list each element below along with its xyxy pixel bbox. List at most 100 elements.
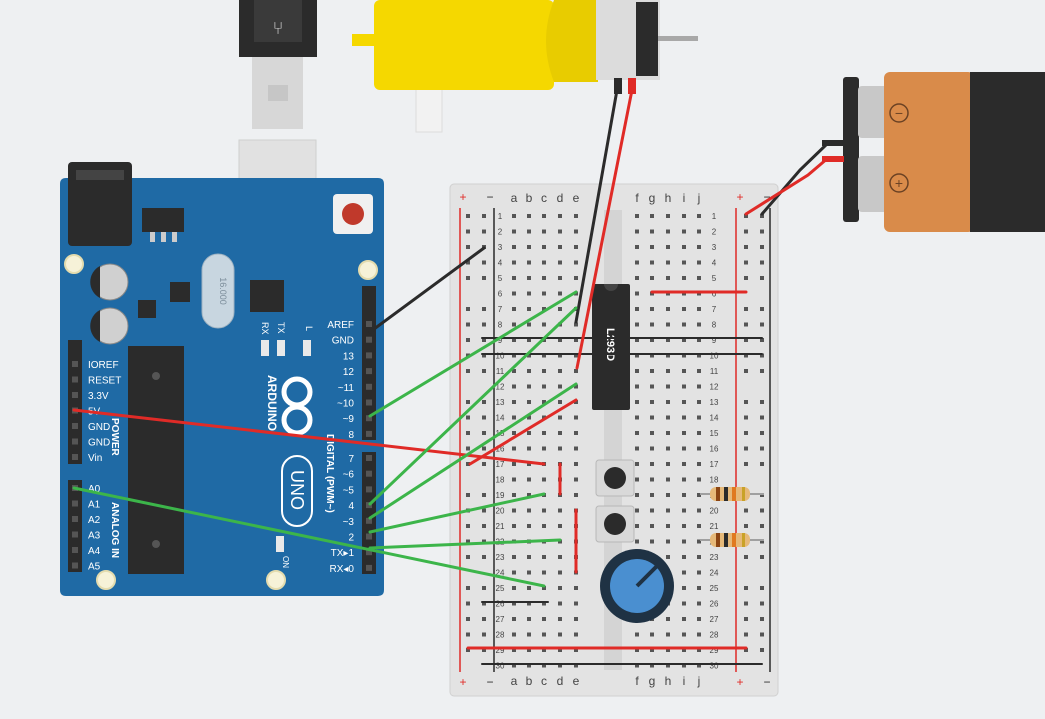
digital-pin-top-socket[interactable]	[366, 415, 372, 422]
breadboard-hole[interactable]	[650, 353, 654, 358]
breadboard-hole[interactable]	[697, 648, 701, 652]
rail-hole[interactable]	[482, 462, 486, 466]
rail-hole[interactable]	[744, 524, 748, 528]
breadboard-hole[interactable]	[542, 245, 546, 249]
breadboard-hole[interactable]	[512, 493, 516, 497]
breadboard-hole[interactable]	[635, 245, 639, 249]
breadboard-hole[interactable]	[697, 446, 701, 451]
breadboard-hole[interactable]	[542, 477, 546, 482]
breadboard-hole[interactable]	[542, 586, 546, 590]
breadboard-hole[interactable]	[558, 431, 562, 435]
breadboard-hole[interactable]	[697, 415, 701, 420]
breadboard-hole[interactable]	[635, 400, 639, 404]
breadboard-hole[interactable]	[650, 493, 654, 497]
breadboard-hole[interactable]	[558, 415, 562, 420]
breadboard-hole[interactable]	[697, 632, 701, 637]
rail-hole[interactable]	[482, 539, 486, 544]
breadboard-hole[interactable]	[666, 617, 670, 621]
breadboard-hole[interactable]	[666, 446, 670, 451]
rail-hole[interactable]	[760, 462, 764, 466]
breadboard-hole[interactable]	[574, 229, 578, 234]
breadboard-hole[interactable]	[635, 446, 639, 451]
push-button-1[interactable]	[595, 459, 635, 497]
digital-pin-bottom-socket[interactable]	[366, 549, 372, 556]
breadboard-hole[interactable]	[527, 446, 531, 451]
digital-pin-top-socket[interactable]	[366, 352, 372, 359]
breadboard-hole[interactable]	[650, 431, 654, 435]
breadboard-hole[interactable]	[682, 508, 686, 513]
breadboard-hole[interactable]	[635, 508, 639, 513]
breadboard-hole[interactable]	[635, 214, 639, 218]
rail-hole[interactable]	[482, 307, 486, 311]
breadboard-hole[interactable]	[527, 415, 531, 420]
breadboard-hole[interactable]	[542, 524, 546, 528]
breadboard-hole[interactable]	[512, 338, 516, 342]
breadboard-hole[interactable]	[650, 214, 654, 218]
breadboard-hole[interactable]	[574, 477, 578, 482]
breadboard-hole[interactable]	[527, 245, 531, 249]
rail-hole[interactable]	[760, 322, 764, 327]
breadboard-hole[interactable]	[512, 353, 516, 358]
breadboard-hole[interactable]	[666, 663, 670, 668]
breadboard-hole[interactable]	[527, 291, 531, 296]
battery-9v[interactable]: − +	[822, 72, 1045, 232]
l293d-chip[interactable]: L293D	[592, 284, 630, 410]
breadboard-hole[interactable]	[527, 353, 531, 358]
wires[interactable]	[72, 88, 830, 665]
breadboard-hole[interactable]	[666, 307, 670, 311]
breadboard-hole[interactable]	[697, 617, 701, 621]
rail-hole[interactable]	[466, 555, 470, 559]
rail-hole[interactable]	[482, 632, 486, 637]
breadboard-hole[interactable]	[542, 276, 546, 280]
rail-hole[interactable]	[760, 632, 764, 637]
rail-hole[interactable]	[482, 446, 486, 451]
breadboard-hole[interactable]	[512, 508, 516, 513]
rail-hole[interactable]	[482, 260, 486, 265]
breadboard-hole[interactable]	[666, 431, 670, 435]
breadboard-hole[interactable]	[574, 632, 578, 637]
breadboard-hole[interactable]	[512, 400, 516, 404]
rail-hole[interactable]	[466, 245, 470, 249]
rail-hole[interactable]	[466, 276, 470, 280]
digital-pin-bottom-socket[interactable]	[366, 564, 372, 571]
rail-hole[interactable]	[744, 601, 748, 606]
breadboard-hole[interactable]	[682, 307, 686, 311]
breadboard-hole[interactable]	[635, 260, 639, 265]
rail-hole[interactable]	[760, 415, 764, 420]
rail-hole[interactable]	[482, 322, 486, 327]
breadboard-hole[interactable]	[666, 648, 670, 652]
breadboard-hole[interactable]	[542, 307, 546, 311]
rail-hole[interactable]	[482, 214, 486, 218]
breadboard-hole[interactable]	[512, 663, 516, 668]
breadboard-hole[interactable]	[650, 446, 654, 451]
breadboard-hole[interactable]	[682, 555, 686, 559]
breadboard-hole[interactable]	[697, 307, 701, 311]
breadboard-hole[interactable]	[635, 663, 639, 668]
rail-hole[interactable]	[744, 617, 748, 621]
breadboard-hole[interactable]	[697, 214, 701, 218]
breadboard-hole[interactable]	[666, 555, 670, 559]
breadboard-hole[interactable]	[635, 462, 639, 466]
wire-a0[interactable]	[72, 486, 546, 588]
breadboard-hole[interactable]	[574, 493, 578, 497]
breadboard-hole[interactable]	[542, 415, 546, 420]
breadboard-hole[interactable]	[558, 400, 562, 404]
power-pin-socket[interactable]	[72, 392, 78, 398]
breadboard-hole[interactable]	[666, 415, 670, 420]
breadboard-hole[interactable]	[635, 322, 639, 327]
breadboard-hole[interactable]	[512, 555, 516, 559]
breadboard-hole[interactable]	[574, 431, 578, 435]
breadboard-hole[interactable]	[650, 462, 654, 466]
rail-hole[interactable]	[466, 322, 470, 327]
breadboard-hole[interactable]	[574, 384, 578, 389]
wire-pin4[interactable]	[368, 306, 578, 506]
resistor-1[interactable]	[700, 487, 764, 501]
breadboard-hole[interactable]	[697, 431, 701, 435]
wire-red-14[interactable]	[468, 398, 578, 466]
wire-motor-red[interactable]	[575, 88, 634, 370]
breadboard-hole[interactable]	[527, 617, 531, 621]
breadboard-hole[interactable]	[666, 260, 670, 265]
breadboard-hole[interactable]	[558, 446, 562, 451]
arduino-uno[interactable]: 16.000 RX TX L ARDUINO UNO DIGITAL (PWM~…	[60, 162, 384, 596]
